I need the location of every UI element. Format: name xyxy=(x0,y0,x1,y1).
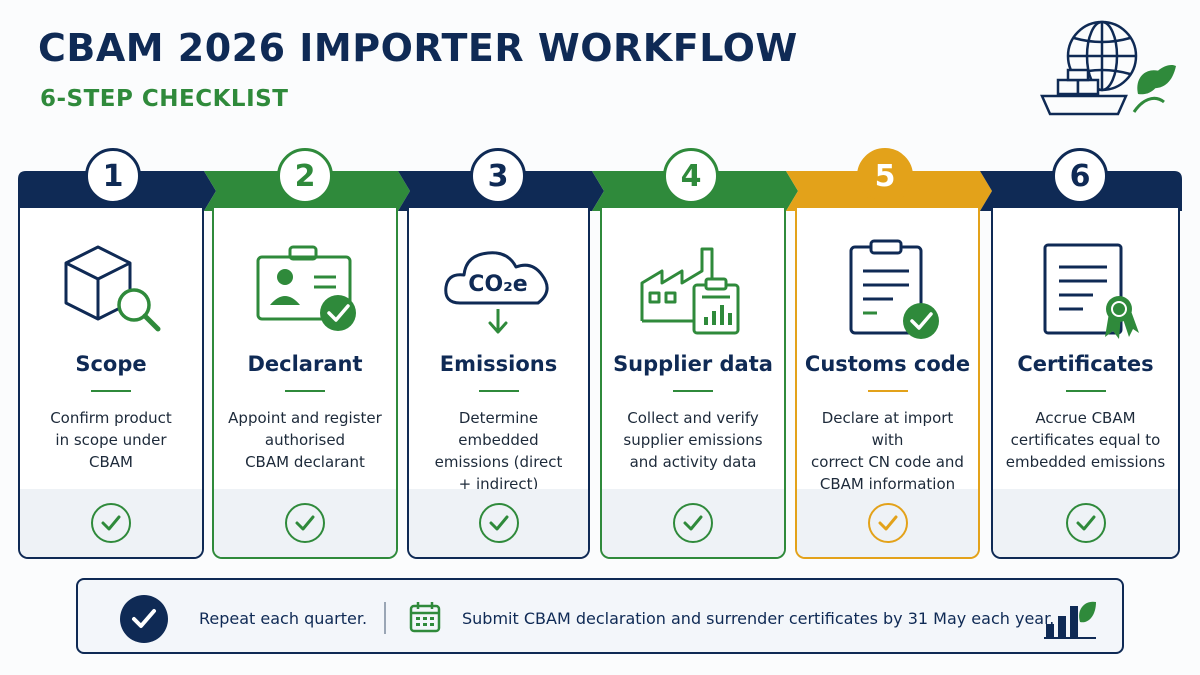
deadline-text: Submit CBAM declaration and surrender ce… xyxy=(462,609,1055,628)
factory-clipboard-icon xyxy=(602,233,784,343)
step-6-number: 6 xyxy=(1052,148,1108,204)
step-3-description: Determine embedded emissions (direct + i… xyxy=(434,409,563,493)
title-divider xyxy=(478,390,519,392)
step-1-title: Scope xyxy=(75,352,147,376)
step-4-status xyxy=(602,489,784,557)
step-card-customs-code: Customs code Declare at import with corr… xyxy=(795,208,980,559)
id-badge-check-icon xyxy=(214,233,396,343)
check-circle-icon xyxy=(867,503,908,543)
divider xyxy=(384,602,386,634)
reminder-bar: Repeat each quarter. Submit CBAM declara… xyxy=(76,578,1124,654)
title-divider xyxy=(673,390,713,392)
step-5-title: Customs code xyxy=(804,352,971,376)
step-4-number: 4 xyxy=(663,148,719,204)
step-4-description: Collect and verify supplier emissions an… xyxy=(623,409,763,471)
step-card-emissions: CO₂e Emissions Determine embedded emissi… xyxy=(407,208,590,559)
step-6-description: Accrue CBAM certificates equal to embedd… xyxy=(1005,409,1166,471)
page-title: CBAM 2026 IMPORTER WORKFLOW xyxy=(38,26,798,70)
check-circle-icon xyxy=(285,503,325,543)
check-circle-icon xyxy=(478,503,519,543)
repeat-quarterly-text: Repeat each quarter. xyxy=(199,609,368,628)
step-2-title: Declarant xyxy=(247,352,363,376)
step-6-status xyxy=(993,489,1178,557)
step-card-declarant: Declarant Appoint and register authorise… xyxy=(212,208,398,559)
step-3-title: Emissions xyxy=(439,352,558,376)
step-card-scope: Scope Confirm product in scope under CBA… xyxy=(18,208,204,559)
check-circle-filled-icon xyxy=(120,595,168,643)
calendar-icon xyxy=(409,602,441,633)
step-card-certificates: Certificates Accrue CBAM certificates eq… xyxy=(991,208,1180,559)
step-2-number: 2 xyxy=(277,148,333,204)
co2-cloud-icon: CO₂e xyxy=(409,233,588,343)
step-3-status xyxy=(409,489,588,557)
globe-ship-leaf-icon xyxy=(1040,20,1176,116)
step-card-supplier-data: Supplier data Collect and verify supplie… xyxy=(600,208,786,559)
check-circle-icon xyxy=(1065,503,1106,543)
clipboard-check-icon xyxy=(797,233,978,343)
step-6-title: Certificates xyxy=(1017,352,1154,376)
bar-chart-leaf-icon xyxy=(1044,601,1096,639)
step-1-status xyxy=(20,489,202,557)
box-magnifier-icon xyxy=(20,233,202,343)
step-4-title: Supplier data xyxy=(613,352,773,376)
step-1-description: Confirm product in scope under CBAM xyxy=(50,409,172,471)
step-2-description: Appoint and register authorised CBAM dec… xyxy=(228,409,382,471)
step-5-status xyxy=(797,489,978,557)
step-2-status xyxy=(214,489,396,557)
steps-banner xyxy=(18,171,1182,211)
page-subtitle: 6-STEP CHECKLIST xyxy=(40,86,289,112)
co2-label: CO₂e xyxy=(468,272,527,297)
title-divider xyxy=(867,390,908,392)
title-divider xyxy=(91,390,131,392)
step-5-description: Declare at import with correct CN code a… xyxy=(811,409,964,493)
check-circle-icon xyxy=(91,503,131,543)
check-circle-icon xyxy=(673,503,713,543)
title-divider xyxy=(1065,390,1106,392)
step-3-number: 3 xyxy=(470,148,526,204)
certificate-ribbon-icon xyxy=(993,233,1178,343)
step-5-number: 5 xyxy=(857,148,913,204)
title-divider xyxy=(285,390,325,392)
step-1-number: 1 xyxy=(85,148,141,204)
